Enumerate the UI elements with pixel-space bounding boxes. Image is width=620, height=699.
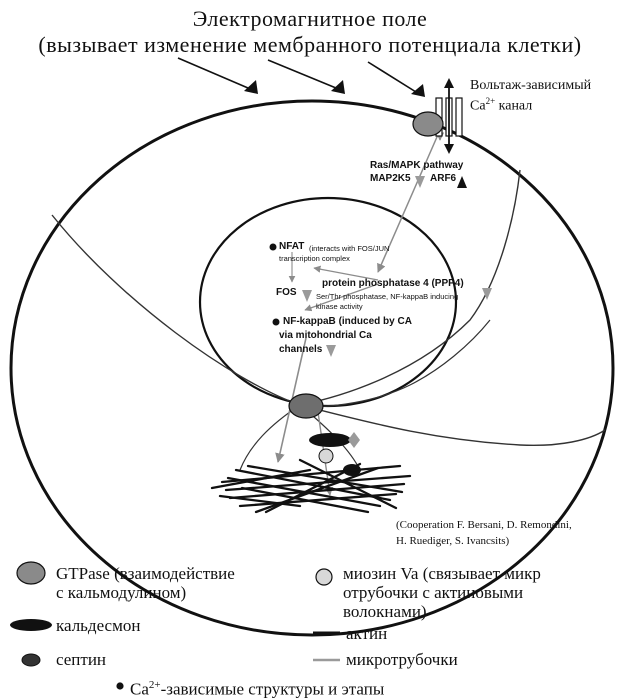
field-arrow-2 — [331, 80, 345, 94]
cytoskeleton-line — [51, 214, 301, 406]
microtubule-arrow — [377, 129, 441, 273]
cytoskeleton-line — [299, 404, 606, 447]
pp4-note-2: kinase activity — [316, 302, 363, 311]
field-arrow-3 — [411, 84, 425, 97]
arf6-label: ARF6 — [430, 173, 457, 184]
map2k5-label: MAP2K5 — [370, 173, 411, 184]
nfat-note: (interacts with FOS/JUN — [309, 244, 390, 253]
diagram-title: Электромагнитное поле — [192, 6, 428, 31]
cell-membrane — [9, 99, 615, 637]
legend-ca-dependent-label: Ca2+-зависимые структуры и этапы — [130, 679, 385, 699]
nfkb-note-2: via mitohondrial Ca — [279, 330, 372, 341]
pp4-note-1: Ser/Thr phosphatase, NF-kappaB inducing — [316, 292, 459, 301]
legend-caldesmon-label: кальдесмон — [56, 616, 141, 635]
cytoskeleton-line — [239, 404, 301, 471]
nfkb-label: NF-kappaB (induced by CA — [283, 316, 412, 327]
caldesmon-node — [309, 433, 351, 447]
ras-mapk-label: Ras/MAPK pathway — [370, 160, 464, 171]
arf6-arrow — [457, 176, 467, 188]
legend-caldesmon-swatch — [10, 619, 52, 631]
legend-myosin-label-3: волокнами) — [343, 602, 427, 621]
credits-line-2: H. Ruediger, S. Ivancsits) — [396, 535, 510, 547]
myosin-node — [318, 448, 334, 464]
legend-bullet — [116, 682, 124, 690]
field-line-3 — [367, 61, 417, 93]
fos-arrow — [302, 290, 312, 302]
channel-label: Вольтаж-зависимый — [470, 78, 592, 93]
field-line-2 — [267, 59, 337, 89]
legend-gtpase-swatch — [16, 561, 46, 585]
nfkb-bullet — [272, 318, 280, 326]
gtpase-at-channel — [412, 111, 444, 137]
nfkb-note-3: channels — [279, 344, 323, 355]
diagram-subtitle: (вызывает изменение мембранного потенциа… — [38, 32, 582, 57]
legend-myosin-swatch — [315, 568, 333, 586]
caldesmon-diamond — [348, 432, 360, 448]
legend-septin-label: септин — [56, 650, 107, 669]
nfkb-arrow — [326, 345, 336, 357]
microtubule-arrow — [304, 283, 379, 312]
calcium-channel — [435, 78, 463, 154]
legend-actin-label: актин — [346, 624, 388, 643]
legend-septin-swatch — [21, 653, 41, 667]
nfat-label: NFAT — [279, 241, 305, 252]
pp4-label: protein phosphatase 4 (PPP4) — [322, 278, 464, 289]
legend-myosin-label: миозин Va (связывает микр — [343, 564, 541, 583]
map2k5-arrow — [415, 176, 425, 188]
cytoskeleton-line — [299, 169, 521, 406]
nfat-note-2: transcription complex — [279, 254, 350, 263]
legend-myosin-label-2: отрубочки с актиновыми — [343, 583, 524, 602]
legend-gtpase-label-2: с кальмодулином) — [56, 583, 187, 602]
cytoskeleton-line — [299, 319, 491, 407]
legend-microtubule-label: микротрубочки — [346, 650, 458, 669]
field-arrow-1 — [244, 80, 258, 94]
pp4-arrow — [482, 288, 492, 300]
nfat-bullet — [269, 243, 277, 251]
field-line-1 — [177, 57, 249, 89]
legend-gtpase-label: GTPase (взаимодействие — [56, 564, 235, 583]
fos-label: FOS — [276, 287, 297, 298]
channel-label-ca: Ca2+ канал — [470, 96, 533, 114]
septin-node — [288, 393, 324, 419]
actin-bundle — [210, 458, 412, 514]
microtubule-arrow — [313, 265, 379, 281]
credits-line-1: (Cooperation F. Bersani, D. Remondini, — [396, 519, 572, 531]
